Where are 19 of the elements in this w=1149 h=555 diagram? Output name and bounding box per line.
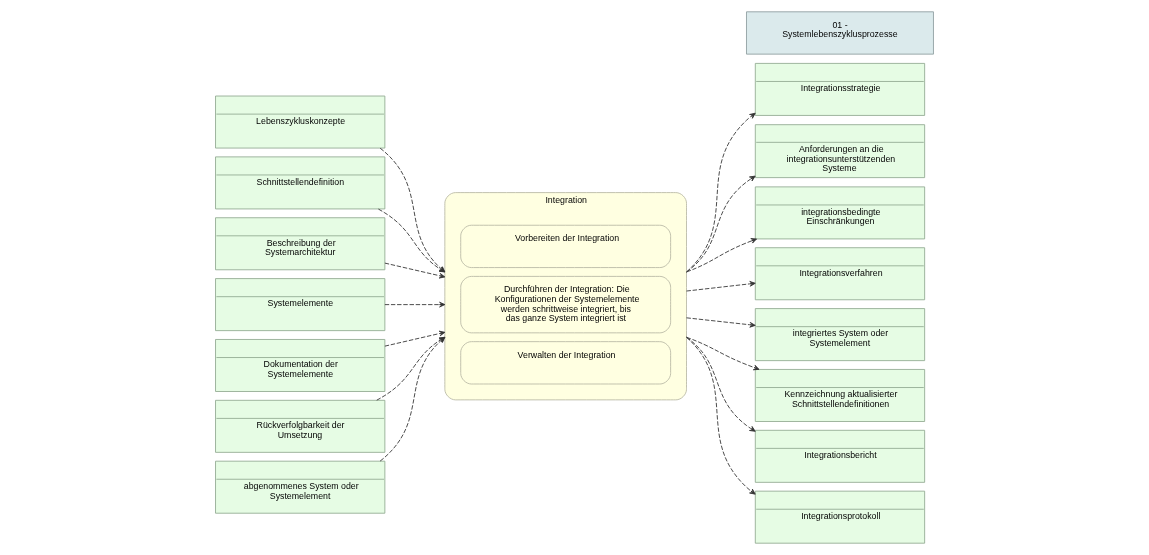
- arrow: [686, 281, 756, 292]
- node-box: Durchführen der Integration: Die Konfigurationen der Systemelemente werden schrittweise integriert, bis das ganze System integriert ist: [460, 275, 672, 334]
- arrow: [686, 336, 756, 432]
- arrow: [384, 262, 446, 279]
- arrow: [686, 336, 760, 371]
- arrow: [384, 301, 446, 308]
- arrow: [686, 238, 758, 273]
- node-box: 01 - Systemlebenszyklusprozesse: [746, 11, 934, 55]
- arrow: [686, 112, 756, 273]
- arrow: [379, 336, 446, 462]
- node-box: Vorbereiten der Integration: [460, 224, 672, 268]
- arrow: [384, 330, 446, 347]
- arrow: [686, 336, 756, 495]
- arrow: [686, 317, 756, 328]
- node-box: Verwalten der Integration: [460, 341, 672, 385]
- arrow: [379, 147, 446, 273]
- arrow: [686, 175, 756, 273]
- arrow: [377, 208, 446, 273]
- arrow: [376, 336, 446, 401]
